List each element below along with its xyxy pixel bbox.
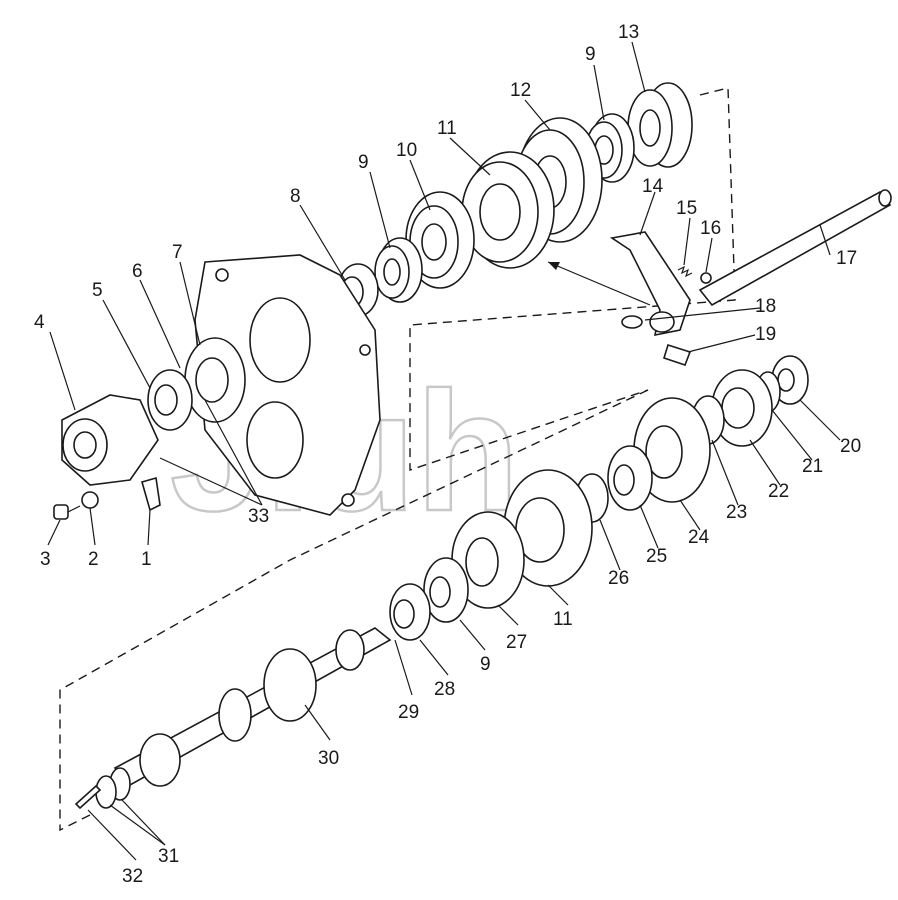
label-9-top: 9: [585, 44, 596, 65]
ball-16: [700, 272, 712, 284]
fitting-1: [141, 476, 161, 512]
leader-lines: [47, 41, 841, 861]
label-20: 20: [840, 436, 861, 457]
label-32: 32: [122, 866, 143, 887]
main-shaft-30: [113, 627, 392, 787]
bearing-25: [607, 445, 653, 511]
label-9-middle: 9: [358, 152, 369, 173]
label-27: 27: [506, 632, 527, 653]
arrow-head: [548, 262, 560, 270]
label-26: 26: [608, 568, 629, 589]
bearing-9-bottom: [423, 557, 469, 623]
label-10: 10: [396, 140, 417, 161]
label-24: 24: [688, 527, 710, 548]
assembly-arrow: [547, 261, 651, 306]
bearing-6-7: [184, 337, 246, 423]
label-16: 16: [700, 218, 721, 239]
upper-gear-train: [337, 82, 693, 317]
label-3: 3: [40, 549, 51, 570]
nut-20: [771, 355, 809, 405]
label-12: 12: [510, 80, 531, 101]
synchronizer-11-top: [461, 151, 555, 269]
assembly-guide-lines: [59, 87, 736, 832]
label-29: 29: [398, 702, 419, 723]
bearing-5: [147, 369, 193, 431]
label-11-bottom: 11: [553, 609, 573, 630]
label-4: 4: [34, 312, 45, 333]
bolt-3: [53, 504, 81, 520]
label-5: 5: [92, 280, 103, 301]
lower-gear-train: [389, 355, 809, 641]
label-14: 14: [642, 176, 664, 197]
label-6: 6: [132, 261, 143, 282]
label-23: 23: [726, 502, 747, 523]
pin-32: [74, 784, 102, 810]
bearing-22: [711, 369, 773, 447]
label-11-top: 11: [437, 118, 457, 139]
label-31: 31: [158, 846, 179, 867]
label-9-bottom: 9: [480, 654, 491, 675]
gear-24: [633, 397, 711, 503]
bearing-9-middle: [374, 237, 423, 303]
label-18: 18: [755, 296, 776, 317]
label-21: 21: [802, 456, 823, 477]
shift-rail-17: [698, 189, 892, 307]
label-8: 8: [290, 186, 301, 207]
part-labels: 1 2 3 4 5 6 7 8 9 9 9 10 11 11 12 13 14 …: [34, 22, 861, 887]
collar-28: [389, 583, 431, 641]
label-13: 13: [618, 22, 639, 43]
label-30: 30: [318, 748, 339, 769]
gear-13: [627, 82, 693, 168]
label-28: 28: [434, 679, 455, 700]
label-17: 17: [836, 248, 857, 269]
label-25: 25: [646, 546, 667, 567]
rings-31: [95, 767, 131, 809]
spring-15: [677, 265, 693, 278]
label-2: 2: [88, 549, 99, 570]
gear-27: [451, 511, 525, 609]
label-19: 19: [755, 324, 776, 345]
washer-2: [81, 491, 99, 509]
label-7: 7: [172, 242, 183, 263]
label-22: 22: [768, 481, 789, 502]
screw-18: [621, 315, 643, 329]
flange-4: [61, 394, 159, 486]
label-15: 15: [676, 198, 697, 219]
lock-19: [663, 343, 692, 367]
label-1: 1: [141, 549, 152, 570]
housing-plate: [194, 254, 381, 516]
label-33: 33: [248, 506, 269, 527]
